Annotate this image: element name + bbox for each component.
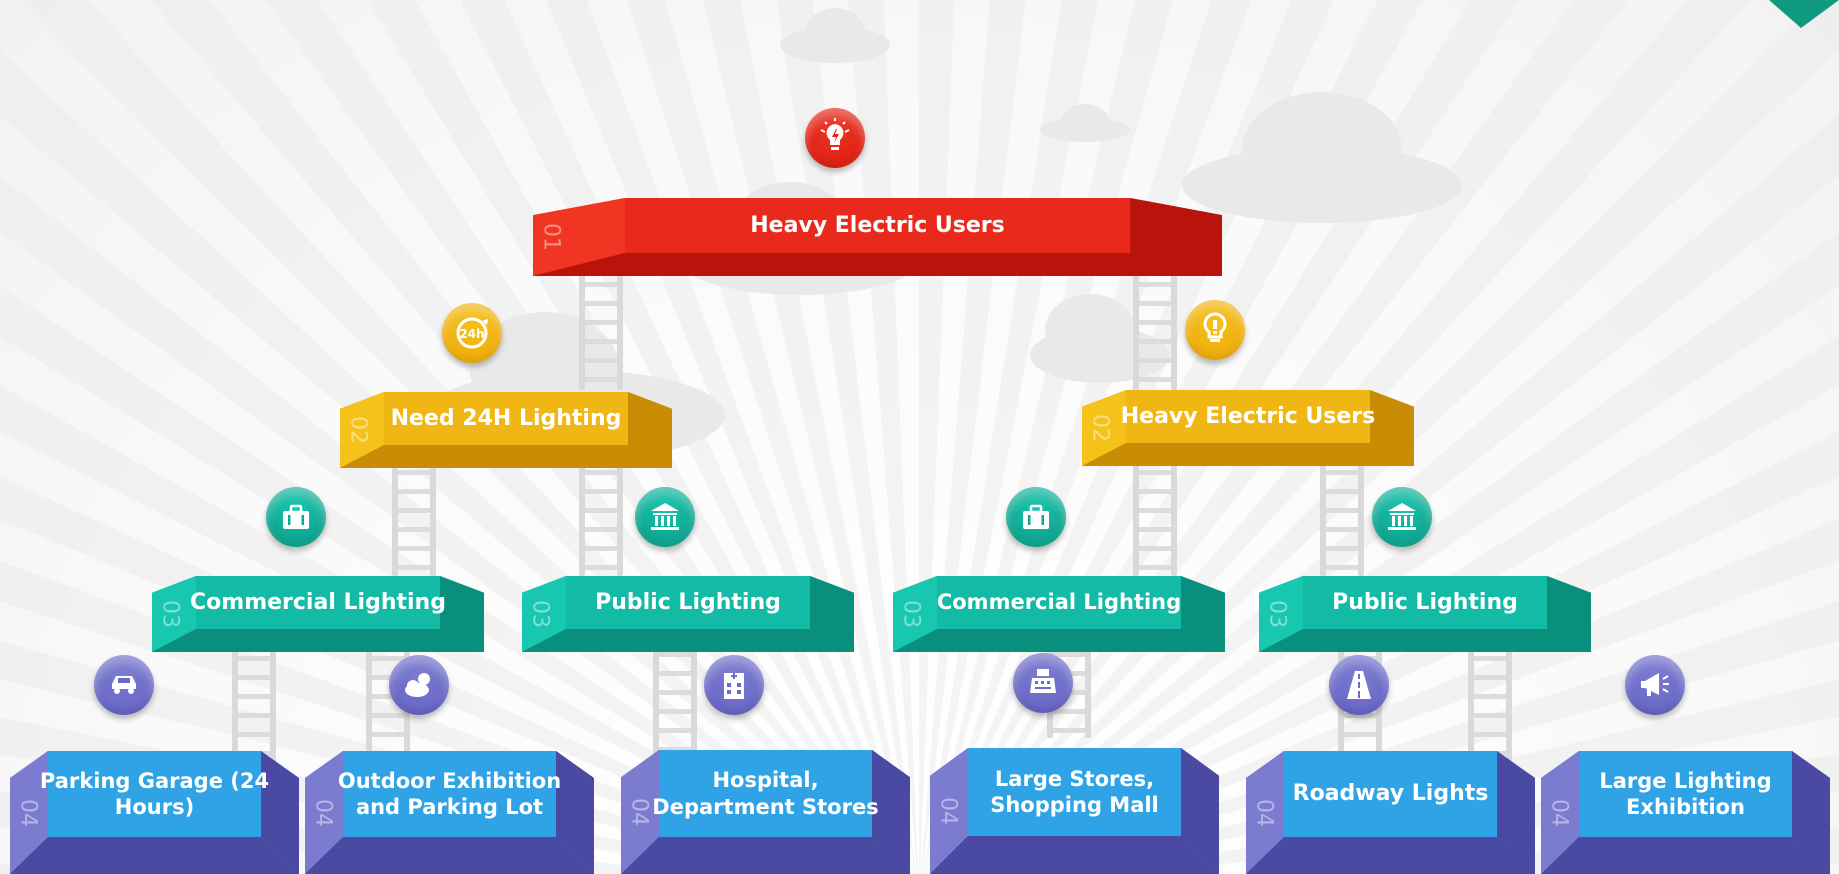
- level-title: Heavy Electric Users: [750, 212, 1005, 238]
- sunburst-ray: [970, 431, 1839, 874]
- block-shape: [893, 576, 1225, 652]
- ladder-connector: [579, 456, 623, 576]
- cash-register-icon: [1013, 653, 1073, 713]
- block-shape: [621, 750, 910, 874]
- level-block-04: 04 Hospital, Department Stores: [621, 750, 910, 874]
- ladder-connector: [1320, 456, 1364, 576]
- level-title: Hospital, Department Stores: [652, 768, 879, 819]
- 24h-icon: 24h: [442, 303, 502, 363]
- ladder-connector: [653, 638, 697, 758]
- level-title: Public Lighting: [595, 589, 781, 615]
- block-shape: [522, 576, 854, 652]
- level-number: 02: [345, 416, 371, 444]
- block-shape: [930, 748, 1219, 874]
- ladder-connector: [1133, 456, 1177, 576]
- level-number: 04: [626, 798, 652, 826]
- ladder-connector: [392, 456, 436, 576]
- ladder-connector: [579, 268, 623, 390]
- level-number: 02: [1087, 414, 1113, 442]
- level-block-03: 03 Public Lighting: [522, 576, 854, 652]
- ladder-connector: [232, 642, 276, 762]
- level-block-03: 03 Public Lighting: [1259, 576, 1591, 652]
- level-block-04: 04 Outdoor Exhibition and Parking Lot: [305, 751, 594, 874]
- level-number: 04: [310, 798, 336, 827]
- level-block-02: 02 Heavy Electric Users: [1082, 390, 1414, 466]
- block-shape: [1541, 751, 1830, 874]
- level-title: Commercial Lighting: [936, 590, 1182, 615]
- bank-icon: [1372, 487, 1432, 547]
- briefcase-icon: [1006, 487, 1066, 547]
- level-title: Commercial Lighting: [190, 589, 446, 615]
- corner-tab-decoration: [1769, 0, 1839, 28]
- level-number: 04: [1251, 798, 1277, 827]
- block-shape: [1246, 751, 1535, 874]
- level-number: 04: [935, 797, 961, 825]
- level-title: Outdoor Exhibition and Parking Lot: [337, 768, 562, 819]
- sunburst-ray: [954, 231, 1839, 874]
- level-block-01: 01 Heavy Electric Users: [533, 198, 1222, 276]
- block-shape: [1259, 576, 1591, 652]
- level-title: Large Stores, Shopping Mall: [990, 766, 1159, 817]
- block-shape: [152, 576, 484, 652]
- level-number: 03: [527, 600, 553, 628]
- level-number: 03: [157, 600, 183, 628]
- briefcase-icon: [266, 487, 326, 547]
- level-title: Need 24H Lighting: [390, 405, 622, 431]
- level-number: 04: [1546, 798, 1572, 827]
- level-block-04: 04 Parking Garage (24 Hours): [10, 751, 299, 874]
- ladder-connector: [1133, 268, 1177, 390]
- level-title: Large Lighting Exhibition: [1599, 768, 1772, 819]
- level-title: Parking Garage (24 Hours): [39, 768, 270, 819]
- level-number: 01: [538, 223, 564, 251]
- level-title: Heavy Electric Users: [1120, 403, 1376, 429]
- block-shape: [1082, 390, 1414, 466]
- car-icon: [94, 655, 154, 715]
- level-block-04: 04 Roadway Lights: [1246, 751, 1535, 874]
- block-shape: [305, 751, 594, 874]
- block-shape: [10, 751, 299, 874]
- bank-icon: [635, 487, 695, 547]
- block-shape: [533, 198, 1222, 276]
- svg-text:24h: 24h: [459, 327, 484, 341]
- hospital-icon: [704, 655, 764, 715]
- cloud-sun-icon: [389, 655, 449, 715]
- lightbulb-warning-icon: [1185, 300, 1245, 360]
- lightbulb-bolt-icon: [805, 108, 865, 168]
- level-number: 03: [1264, 600, 1290, 628]
- level-block-04: 04 Large Lighting Exhibition: [1541, 751, 1830, 874]
- megaphone-icon: [1625, 655, 1685, 715]
- road-icon: [1329, 655, 1389, 715]
- level-title: Roadway Lights: [1292, 781, 1489, 807]
- level-number: 04: [15, 798, 41, 827]
- level-block-03: 03 Commercial Lighting: [152, 576, 484, 652]
- sunburst-ray: [961, 336, 1839, 874]
- level-number: 03: [898, 600, 924, 628]
- level-block-04: 04 Large Stores, Shopping Mall: [930, 748, 1219, 874]
- level-title: Public Lighting: [1332, 589, 1518, 615]
- level-block-02: 02 Need 24H Lighting: [340, 392, 672, 468]
- level-block-03: 03 Commercial Lighting: [893, 576, 1225, 652]
- block-shape: [340, 392, 672, 468]
- ladder-connector: [1468, 642, 1512, 762]
